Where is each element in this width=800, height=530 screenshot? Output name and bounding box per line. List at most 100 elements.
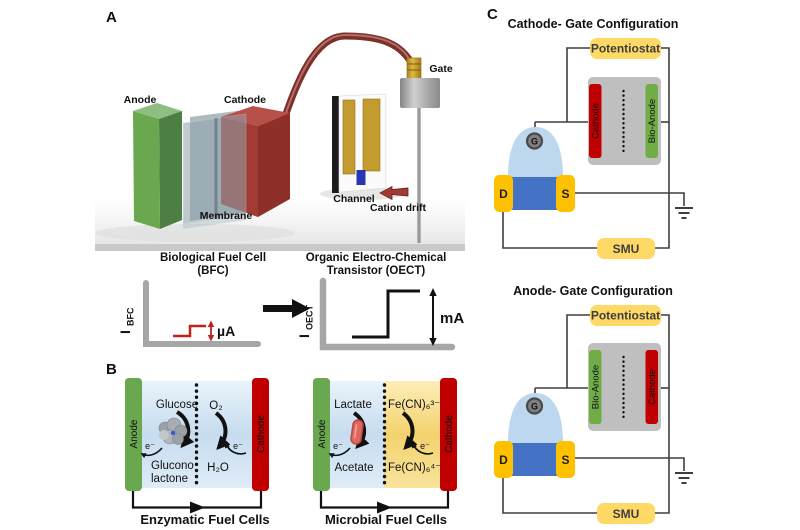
bfc-scale-label: µA (217, 323, 235, 339)
cathode-label: Cathode (224, 94, 266, 106)
bfc-shadow (95, 224, 295, 242)
enzymatic-oxidant-text: O₂ (209, 400, 222, 412)
oect-caption-line2: Transistor (OECT) (327, 265, 426, 277)
gate-node-label: G (531, 137, 538, 147)
bfc-current-plot: I BFC µA (117, 280, 261, 347)
panel-c-letter: C (487, 6, 498, 23)
drain-contact (494, 175, 513, 212)
cathode-electrode-bar (589, 84, 602, 158)
oect-scale-label: mA (440, 310, 464, 327)
gate-node (525, 132, 544, 150)
microbial-current-arrowhead (377, 501, 392, 514)
cathode-electrode-text: Cathode (591, 103, 602, 139)
enzymatic-product-line1: Glucono (151, 460, 194, 472)
membrane-label: Membrane (200, 210, 253, 222)
microbial-cathode-reaction-arrow (401, 411, 418, 451)
enzymatic-electron-anode-arrow (140, 447, 163, 459)
gate-node-label-2: G (531, 402, 538, 412)
panel-a: A (95, 9, 465, 351)
cable (273, 32, 417, 146)
microbial-electron-cathode: e⁻ (420, 441, 430, 451)
enzymatic-electron-anode: e⁻ (145, 441, 155, 451)
enzymatic-fuel-text: Glucose (156, 399, 198, 411)
ground-symbol-2 (675, 472, 693, 484)
drain-contact-2 (494, 441, 513, 478)
microbial-electron-cathode-arrow (412, 442, 434, 455)
oect-channel-bar (508, 177, 563, 210)
channel-label: Channel (333, 193, 375, 205)
source-contact-2 (556, 441, 575, 478)
transform-arrow (263, 299, 310, 318)
enzyme-blob (158, 417, 188, 445)
gate-label: Gate (429, 63, 453, 75)
oect-frame-edge (332, 96, 339, 193)
smu-box (597, 238, 655, 259)
gate-connector (406, 57, 422, 81)
oect-channel-patch (356, 170, 366, 185)
microbial-fuel-cell: Anode Cathode Lactate Fe(CN)₆³⁻ e⁻ Aceta… (313, 378, 457, 527)
gate-rod (417, 106, 421, 243)
enzymatic-anode-reaction-arrow (175, 410, 195, 449)
cathode-electrode-text-2: Cathode (647, 369, 658, 405)
microbial-cathode-bar (440, 378, 457, 491)
cathode-gate-wires (502, 47, 685, 249)
microbial-anode-reaction-arrow (352, 411, 370, 450)
enzymatic-cathode-bar (252, 378, 269, 491)
bfc-current-subscript: BFC (126, 307, 136, 326)
microbial-catholyte (384, 381, 449, 488)
potentiostat-box (590, 38, 661, 59)
smu-box-2 (597, 503, 655, 524)
smu-label: SMU (613, 242, 640, 256)
bacterium-icon (350, 419, 364, 445)
anode-label: Anode (124, 94, 157, 106)
fuel-cell-box-2 (588, 343, 661, 431)
electrolyte-dome-2 (508, 393, 563, 443)
potentiostat-box-2 (590, 305, 661, 326)
anode-gate-title: Anode- Gate Configuration (513, 284, 673, 298)
enzymatic-cathode-text: Cathode (256, 415, 267, 453)
oect-scale-arrow (429, 288, 437, 346)
bioanode-electrode-text: Bio-Anode (647, 99, 658, 143)
panel-b-letter: B (106, 361, 117, 378)
enzymatic-electron-cathode-arrow (225, 442, 247, 455)
enzymatic-anode-text: Anode (129, 419, 140, 448)
membrane-front-pane (182, 113, 247, 229)
source-contact (556, 175, 575, 212)
oect-channel-bar-2 (508, 443, 563, 476)
ground-symbol (675, 207, 693, 219)
microbial-cathode-text: Cathode (444, 415, 455, 453)
cathode-electrode-bar-2 (645, 350, 658, 424)
anode-gate-configuration: Anode- Gate Configuration Potentiostat B… (494, 284, 693, 524)
enzymatic-anode-bar (125, 378, 142, 491)
bioanode-electrode-bar (645, 84, 658, 158)
cathode-gate-title: Cathode- Gate Configuration (508, 17, 679, 31)
panel-a-letter: A (106, 9, 117, 26)
oect-device (332, 93, 387, 193)
fuel-cell-box (588, 77, 661, 165)
drain-label-2: D (499, 453, 508, 467)
gate-probe (400, 57, 440, 243)
floor-edge (95, 244, 465, 251)
oect-step-signal (352, 289, 420, 339)
bfc-caption-line1: Biological Fuel Cell (160, 252, 266, 264)
potentiostat-label: Potentiostat (591, 42, 660, 56)
microbial-caption: Microbial Fuel Cells (325, 512, 447, 527)
source-label-2: S (561, 453, 569, 467)
microbial-electron-anode: e⁻ (333, 441, 343, 451)
bfc-caption-line2: (BFC) (197, 265, 228, 277)
microbial-product-text: Acetate (335, 462, 374, 474)
oect-plot-axes (319, 277, 456, 351)
drain-label: D (499, 187, 508, 201)
enzymatic-caption: Enzymatic Fuel Cells (140, 512, 269, 527)
oect-current-subscript: OECT (305, 304, 315, 330)
gate-cylinder (400, 78, 440, 108)
bfc-plot-axes (143, 280, 261, 347)
cation-drift-arrow (379, 185, 409, 201)
enzymatic-fuel-cell: Anode Cathode Glucose O₂ e⁻ Glucono lact… (125, 378, 270, 527)
bfc-step-signal (173, 324, 206, 338)
electrolyte-dome (508, 127, 563, 177)
bfc-scale-arrow (207, 320, 215, 342)
potentiostat-label-2: Potentiostat (591, 309, 660, 323)
